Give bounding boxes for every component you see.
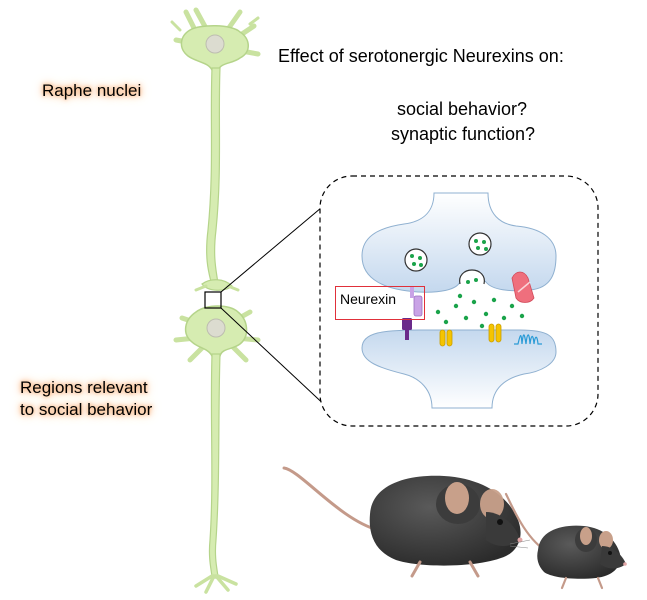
region-label-social-line2: to social behavior: [20, 400, 153, 419]
neurexin-partner-icon: [402, 318, 412, 330]
mouse-small-icon: [504, 492, 627, 590]
zoom-square: [204, 291, 222, 309]
zoom-line-bottom: [220, 307, 331, 411]
wave-icon: [514, 334, 542, 345]
neurexin-icon: [413, 295, 423, 317]
neurexin-highlight-box: [335, 286, 425, 320]
receptor-icon: [511, 271, 535, 303]
top-neuron-icon: [170, 7, 261, 292]
question-social-behavior: social behavior?: [396, 99, 528, 119]
synapse-icon: [319, 175, 599, 427]
channel-icon: [439, 323, 502, 347]
region-label-social-line1: Regions relevant: [20, 378, 148, 397]
question-synaptic-function: synaptic function?: [390, 124, 536, 144]
neurexin-label: Neurexin: [340, 291, 397, 307]
vesicle-icon: [404, 232, 492, 285]
mouse-large-icon: [282, 466, 531, 578]
diagram-heading: Effect of serotonergic Neurexins on:: [278, 46, 564, 66]
bottom-neuron-icon: [173, 305, 261, 594]
region-label-raphe: Raphe nuclei: [42, 81, 142, 100]
